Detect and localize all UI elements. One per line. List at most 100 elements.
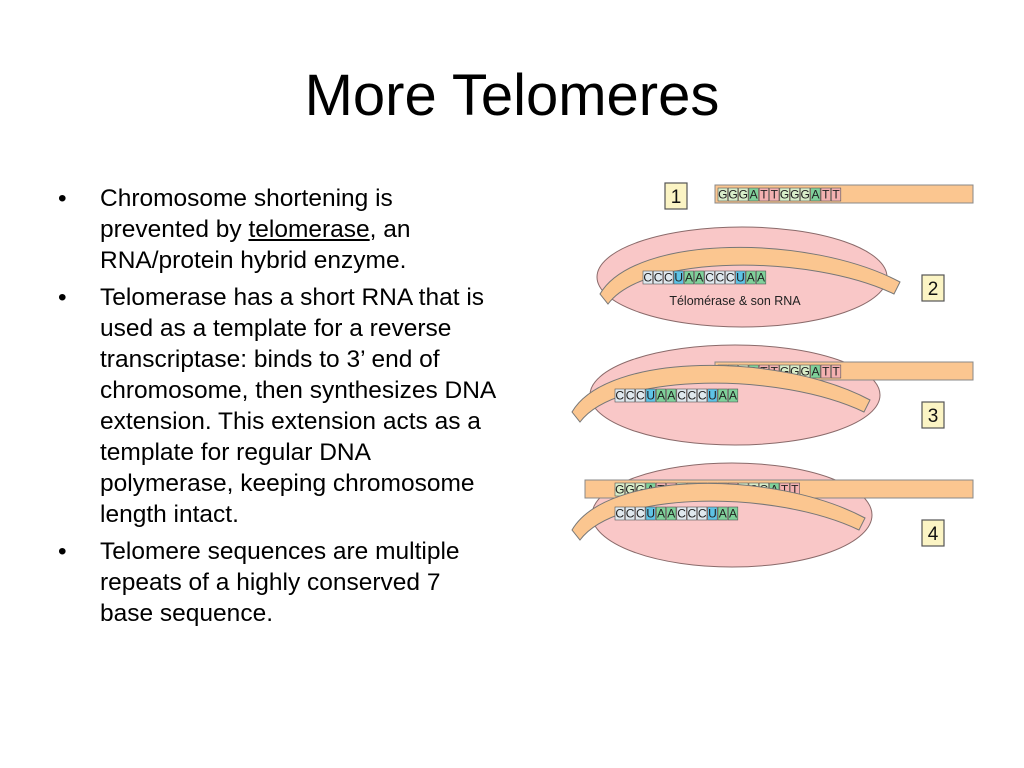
svg-text:G: G [800,365,809,379]
svg-text:C: C [698,389,707,403]
bullet-item: Chromosome shortening is prevented by te… [58,183,498,276]
svg-text:T: T [781,483,789,497]
nucleotide: C [635,507,646,521]
nucleotide: C [686,389,697,403]
nucleotide: A [694,271,705,285]
nucleotide: T [830,365,842,379]
svg-text:C: C [654,271,663,285]
svg-text:C: C [615,507,624,521]
svg-text:T: T [832,365,840,379]
nucleotide: T [830,188,842,202]
svg-text:A: A [719,389,727,403]
svg-text:U: U [708,389,717,403]
nucleotide: U [707,389,718,403]
nucleotide: C [676,507,687,521]
svg-text:A: A [747,271,755,285]
svg-text:A: A [729,389,737,403]
svg-text:C: C [726,271,735,285]
nucleotide: A [810,365,821,379]
svg-text:A: A [811,188,819,202]
nucleotide: G [717,188,728,202]
nucleotide: C [625,507,636,521]
step-number-box [921,274,945,302]
svg-text:U: U [674,271,683,285]
svg-text:A: A [695,271,703,285]
svg-text:C: C [636,507,645,521]
step-number: 3 [928,406,939,427]
enzyme-label: Télomérase & son RNA [669,294,801,308]
svg-text:C: C [688,389,697,403]
svg-text:A: A [657,507,665,521]
nucleotide: C [697,507,708,521]
svg-text:C: C [677,389,686,403]
svg-text:G: G [739,188,748,202]
svg-text:T: T [771,188,779,202]
bullet-list: Chromosome shortening is prevented by te… [58,183,498,635]
bullet-item: Telomerase has a short RNA that is used … [58,282,498,530]
bullet-text: Chromosome shortening is prevented by [100,185,393,243]
step-number: 1 [671,187,682,208]
nucleotide: T [769,188,780,202]
nucleotide: U [707,507,718,521]
nucleotide: C [653,271,664,285]
step-number-box [921,401,945,429]
svg-text:T: T [822,365,830,379]
svg-text:C: C [636,389,645,403]
svg-text:U: U [736,271,745,285]
nucleotide: C [625,389,636,403]
svg-text:G: G [615,483,624,497]
svg-text:C: C [643,271,652,285]
svg-text:C: C [698,507,707,521]
svg-text:A: A [667,389,675,403]
svg-text:T: T [791,483,799,497]
svg-text:G: G [790,365,799,379]
nucleotide: C [704,271,715,285]
nucleotide: C [686,507,697,521]
nucleotide: C [676,389,687,403]
svg-text:U: U [708,507,717,521]
svg-text:C: C [626,389,635,403]
svg-text:G: G [800,188,809,202]
nucleotide: A [810,188,821,202]
svg-text:A: A [811,365,819,379]
nucleotide: U [645,389,656,403]
nucleotide: C [725,271,736,285]
nucleotide: A [756,271,767,285]
telomerase-link[interactable]: telomerase [248,216,370,243]
svg-text:U: U [646,389,655,403]
svg-text:A: A [657,389,665,403]
step-number: 4 [928,524,939,545]
svg-text:C: C [716,271,725,285]
nucleotide: G [738,188,749,202]
svg-text:G: G [780,188,789,202]
nucleotide: U [645,507,656,521]
svg-text:G: G [636,483,645,497]
nucleotide: A [655,389,666,403]
dna-strand [714,184,974,204]
nucleotide: A [728,389,739,403]
nucleotide: A [745,271,756,285]
svg-text:C: C [626,507,635,521]
nucleotide: U [673,271,684,285]
svg-text:T: T [822,188,830,202]
svg-text:A: A [757,271,765,285]
step-number: 2 [928,279,939,300]
nucleotide: A [666,389,677,403]
step-number-box [921,519,945,547]
nucleotide: C [614,507,625,521]
nucleotide: C [697,389,708,403]
svg-text:T: T [832,188,840,202]
svg-text:A: A [719,507,727,521]
nucleotide: T [758,188,769,202]
nucleotide: C [642,271,653,285]
nucleotide: A [666,507,677,521]
svg-text:C: C [705,271,714,285]
nucleotide: G [800,188,811,202]
svg-text:G: G [790,188,799,202]
svg-text:C: C [664,271,673,285]
nucleotide: A [683,271,694,285]
nucleotide: T [820,365,831,379]
svg-text:C: C [688,507,697,521]
bullet-text: , an RNA/protein hybrid enzyme. [100,216,411,274]
